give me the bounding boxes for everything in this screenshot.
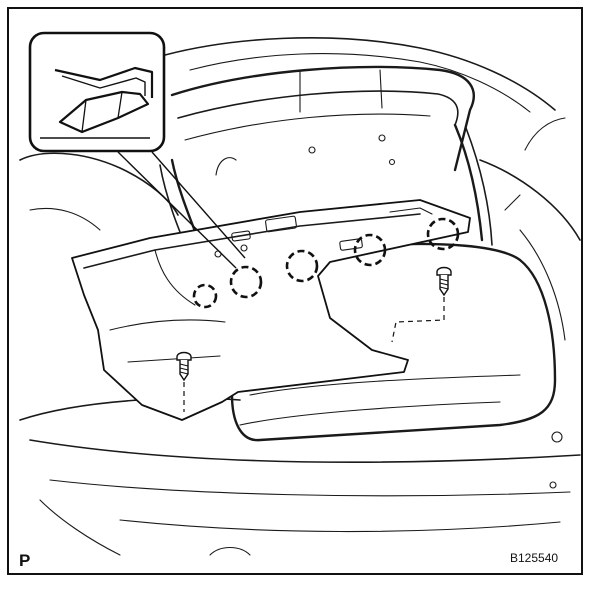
left-fender-crease — [29, 207, 101, 231]
trim-panel-crease — [109, 319, 226, 331]
panel-tab — [389, 207, 433, 215]
right-hinge-arm-inner — [465, 127, 493, 246]
clip-location-4 — [426, 217, 460, 251]
exhaust-tip — [209, 546, 251, 556]
clip-location-5 — [192, 283, 218, 309]
lid-hole — [308, 146, 316, 154]
right-mark — [549, 481, 557, 489]
trunk-sill — [239, 401, 501, 426]
detail-clip-body — [58, 90, 150, 134]
lid-brace-2 — [379, 69, 383, 109]
detail-inset-box — [28, 31, 166, 153]
rear-glass-edge — [189, 53, 531, 113]
screw-right — [391, 266, 452, 343]
panel-slot-2 — [231, 230, 251, 242]
rear-bumper-lower — [119, 519, 561, 533]
left-lower-curve — [39, 499, 121, 556]
roof-line — [164, 37, 556, 111]
view-label: P — [19, 551, 30, 570]
rear-bumper-line-2 — [49, 479, 571, 497]
trim-panel-fold — [154, 249, 196, 306]
detail-clip-edges — [81, 91, 123, 133]
trim-panel-body — [71, 199, 471, 421]
figure-code: B125540 — [510, 551, 558, 565]
trunk-lid-inner — [177, 90, 459, 126]
figure-border — [7, 7, 583, 575]
right-fender-detail — [504, 194, 521, 211]
detail-leader-1 — [151, 151, 246, 259]
detail-leader-2 — [117, 151, 237, 269]
clip-location-1 — [229, 265, 263, 299]
right-fender-crease — [519, 229, 566, 341]
lid-hole-3 — [388, 158, 396, 166]
clip-location-3 — [353, 233, 387, 267]
panel-hole — [240, 244, 248, 252]
screw-icon — [176, 266, 452, 412]
clip-location-icon — [192, 217, 460, 309]
right-hinge-arm — [453, 123, 484, 242]
left-fender-top — [19, 152, 179, 216]
right-upper-curve — [524, 117, 566, 151]
lid-hole-2 — [378, 134, 386, 142]
panel-slot — [265, 215, 297, 233]
lid-hinge-mark — [215, 157, 237, 176]
detail-clip-top — [54, 66, 154, 98]
clip-location-2 — [285, 249, 319, 283]
rear-bumper-line — [29, 439, 581, 464]
right-fender-top — [479, 159, 581, 241]
trunk-lid-outer — [170, 65, 475, 172]
trunk-lid-rib — [184, 113, 431, 141]
trunk-trim-panel — [71, 199, 471, 421]
clip-detail-icon — [28, 31, 246, 269]
trunk-floor-edge — [249, 374, 521, 396]
screw-left — [176, 351, 192, 412]
panel-slot-3 — [339, 238, 363, 251]
trim-panel-lower-line — [127, 355, 221, 363]
screw-right-leader — [391, 297, 445, 343]
detail-clip-inner — [61, 75, 146, 96]
right-reflector — [551, 431, 563, 443]
